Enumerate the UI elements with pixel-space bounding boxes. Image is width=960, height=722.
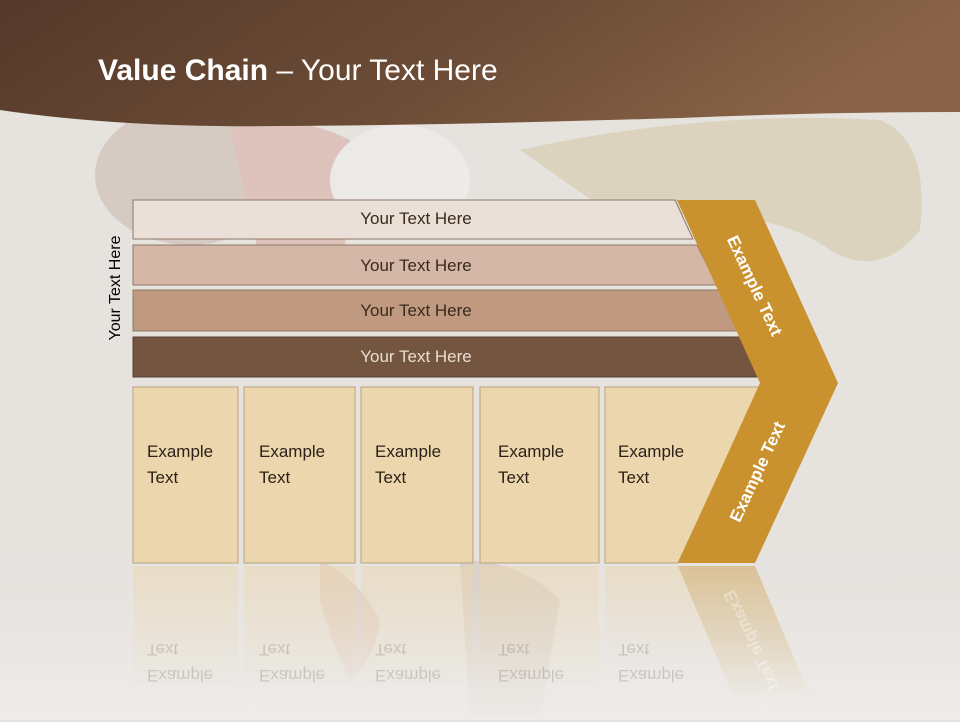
column-box-2 [243, 386, 356, 564]
row-label-4: Your Text Here [360, 347, 472, 366]
title-rest: – Your Text Here [268, 54, 498, 87]
column-label-5: Example Text [618, 442, 685, 487]
chevron-arrow [677, 200, 838, 563]
reflection [133, 566, 812, 700]
column-label-1: Example Text [147, 442, 214, 487]
slide-title: Value Chain – Your Text Here [98, 54, 498, 88]
column-reflection-1: Example Text [147, 640, 214, 685]
column-reflection-4: Example Text [498, 640, 565, 685]
column-box-4 [479, 386, 600, 564]
column-box-1 [132, 386, 239, 564]
vertical-label: Your Text Here [107, 235, 124, 341]
row-label-2: Your Text Here [360, 256, 472, 275]
header-band [0, 0, 960, 127]
row-bars [132, 199, 764, 378]
column-boxes [132, 386, 761, 564]
column-reflection-2: Example Text [259, 640, 326, 685]
column-label-4: Example Text [498, 442, 565, 487]
column-box-3 [360, 386, 474, 564]
row-bar-1 [132, 199, 694, 240]
column-reflection-5: Example Text [618, 640, 685, 685]
column-reflection-3: Example Text [375, 640, 442, 685]
row-label-1: Your Text Here [360, 209, 472, 228]
title-bold: Value Chain [98, 54, 269, 87]
column-label-3: Example Text [375, 442, 442, 487]
row-label-3: Your Text Here [360, 301, 472, 320]
column-label-2: Example Text [259, 442, 326, 487]
